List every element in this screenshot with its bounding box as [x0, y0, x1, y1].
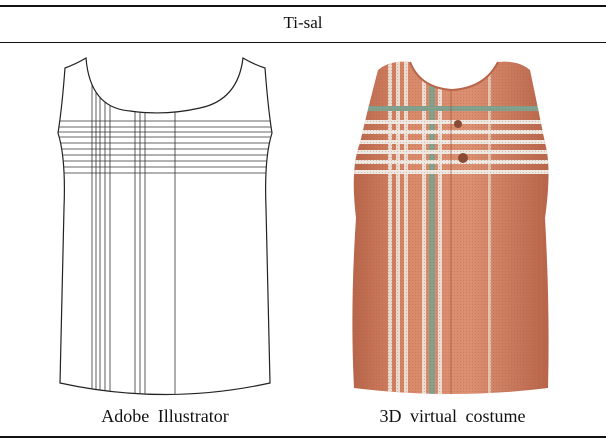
- table-bottom-rule: [0, 436, 606, 438]
- caption-right: 3D virtual costume: [379, 406, 526, 426]
- caption-left: Adobe Illustrator: [101, 406, 229, 426]
- flat-drawing-image: [40, 48, 290, 400]
- virtual-costume-image: [330, 48, 575, 400]
- table-header-rule: [0, 42, 606, 43]
- button-icon: [454, 120, 462, 128]
- blouse-outline: [57, 56, 273, 396]
- table-header: Ti-sal: [283, 13, 323, 32]
- table-top-rule: [0, 5, 606, 7]
- button-icon: [458, 153, 468, 163]
